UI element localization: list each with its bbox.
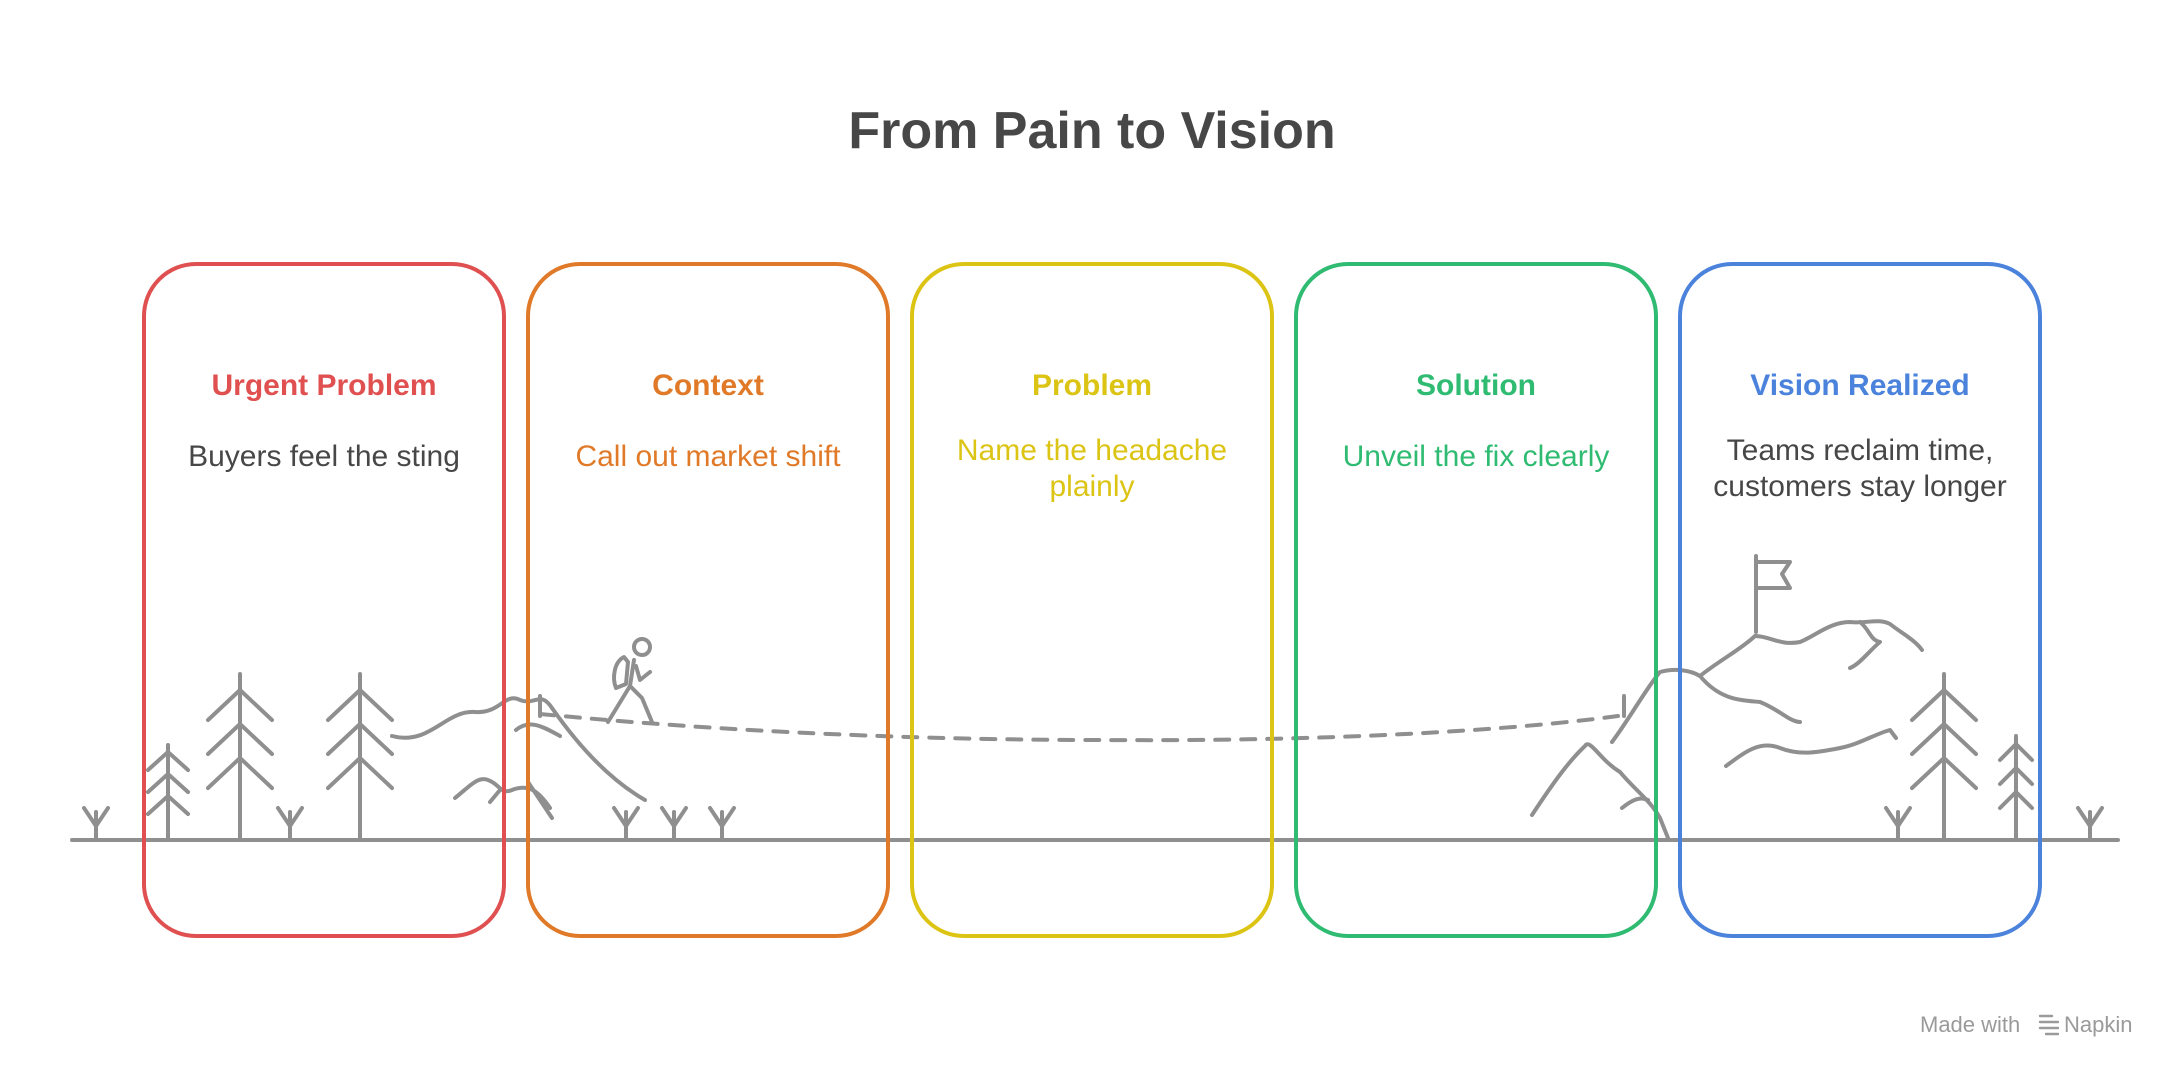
stage-description-line: customers stay longer [1713, 470, 2006, 503]
hiker-icon [606, 637, 654, 724]
landscape-illustration [70, 554, 2120, 842]
tree-icon [146, 743, 190, 842]
stage-heading: Solution [1416, 369, 1536, 402]
tree-icon [326, 672, 394, 842]
stage-description-line: Teams reclaim time, [1727, 434, 1994, 467]
path-line [538, 712, 1620, 743]
stage-heading: Context [652, 369, 764, 402]
made-with-napkin: Made with Napkin [1920, 1012, 2132, 1037]
stage-description-line: Call out market shift [575, 440, 841, 473]
made-with-label: Made with [1920, 1012, 2020, 1037]
stage-card-border [1294, 262, 1658, 938]
flag-icon [1754, 554, 1792, 634]
napkin-logo-icon [2038, 1014, 2060, 1036]
stage-card-border [526, 262, 890, 938]
stage-card-border [910, 262, 1274, 938]
sprout-icon [612, 806, 640, 842]
sprout-icon [2076, 806, 2104, 842]
stage-description-line: Unveil the fix clearly [1343, 440, 1610, 473]
tree-icon [1910, 672, 1978, 842]
stage-card-border [142, 262, 506, 938]
stage-heading: Vision Realized [1750, 369, 1970, 402]
sprout-icon [276, 806, 304, 842]
stage-description-line: Name the headache [957, 434, 1227, 467]
sprout-icon [660, 806, 688, 842]
stage-heading: Problem [1032, 369, 1152, 402]
napkin-brand-label: Napkin [2064, 1012, 2132, 1037]
tree-icon [1998, 734, 2034, 842]
tree-icon [206, 672, 274, 842]
mountain-icon [1530, 619, 1924, 840]
sprout-icon [1884, 806, 1912, 842]
hill-icon [390, 696, 647, 820]
sprout-icon [82, 806, 110, 842]
diagram-title: From Pain to Vision [848, 102, 1335, 160]
stage-heading: Urgent Problem [211, 369, 436, 402]
stage-description-line: plainly [1049, 470, 1134, 503]
stage-description-line: Buyers feel the sting [188, 440, 460, 473]
stage-card-border [1678, 262, 2042, 938]
sprout-icon [708, 806, 736, 842]
